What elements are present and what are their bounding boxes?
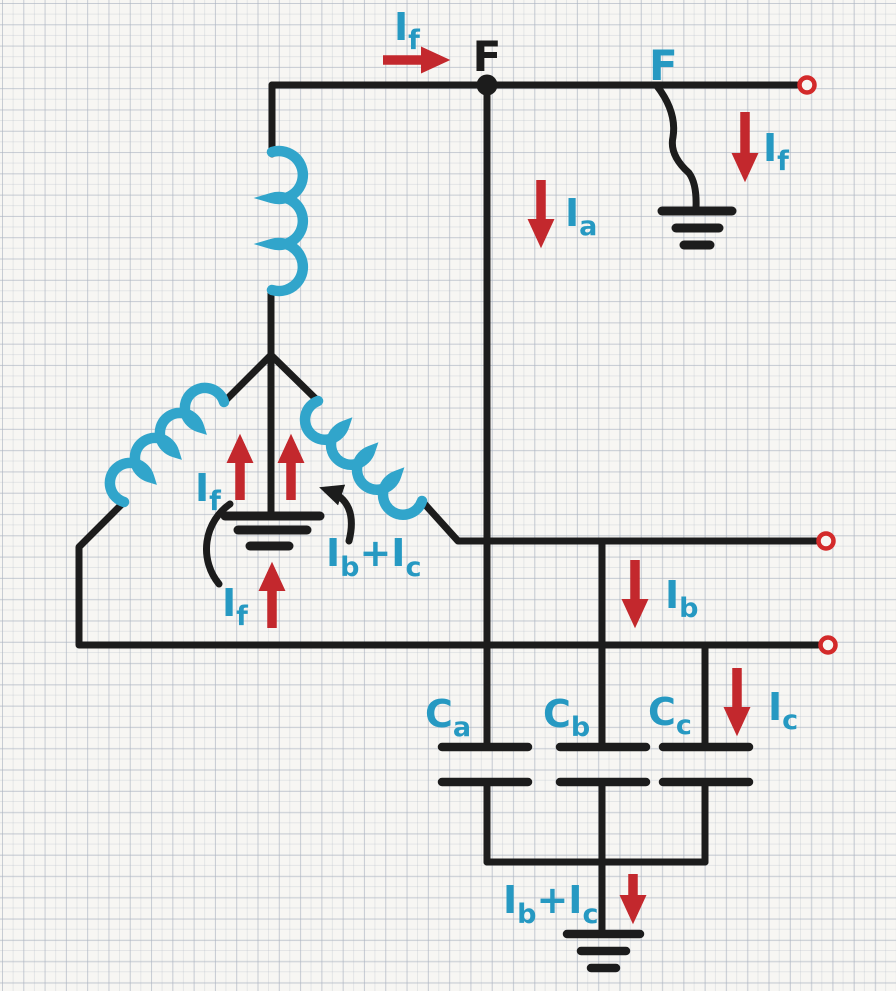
phase-b-bus-wire — [417, 496, 820, 545]
label-ib: Ib — [665, 573, 698, 624]
label-ibc-bottom: Ib+Ic — [503, 878, 598, 930]
label-cap-a: Ca — [425, 692, 471, 743]
label-cap-c: Cc — [648, 690, 692, 741]
label-if-top: If — [394, 5, 420, 56]
label-ic: Ic — [768, 685, 798, 736]
terminal-circle-icon-c — [818, 635, 838, 655]
label-fault-point: F — [473, 32, 502, 81]
fault-branch-wire — [653, 82, 700, 212]
phase-b-wire-upper — [220, 351, 275, 406]
label-ibc-winding: Ib+Ic — [326, 531, 421, 583]
phase-b-winding-coil — [104, 382, 230, 508]
fault-node-dot — [476, 74, 498, 96]
terminal-circle-icon-a — [797, 75, 817, 95]
capacitor-c-icon — [658, 742, 754, 787]
label-if-winding: If — [195, 466, 221, 517]
label-if-right: If — [763, 126, 789, 177]
terminal-circle-icon-b — [816, 531, 836, 551]
phase-c-bus-wire — [75, 498, 822, 649]
capacitor-a-icon — [437, 742, 533, 787]
phase-c-wire-upper — [267, 351, 322, 405]
label-cap-b: Cb — [543, 692, 590, 743]
ibc-curved-arrow — [319, 484, 355, 545]
label-fault-branch: F — [649, 41, 678, 90]
label-ia: Ia — [565, 191, 597, 242]
ground-icon-fault-branch — [657, 206, 737, 250]
label-if-neutral: If — [222, 581, 248, 632]
if-curved-path — [203, 500, 234, 588]
ground-icon-neutral — [220, 511, 325, 551]
capacitor-b-icon — [555, 742, 651, 787]
phase-c-winding-coil — [299, 395, 428, 520]
phase-a-winding-coil — [253, 145, 309, 297]
ground-icon-capacitor-bank — [562, 929, 645, 973]
